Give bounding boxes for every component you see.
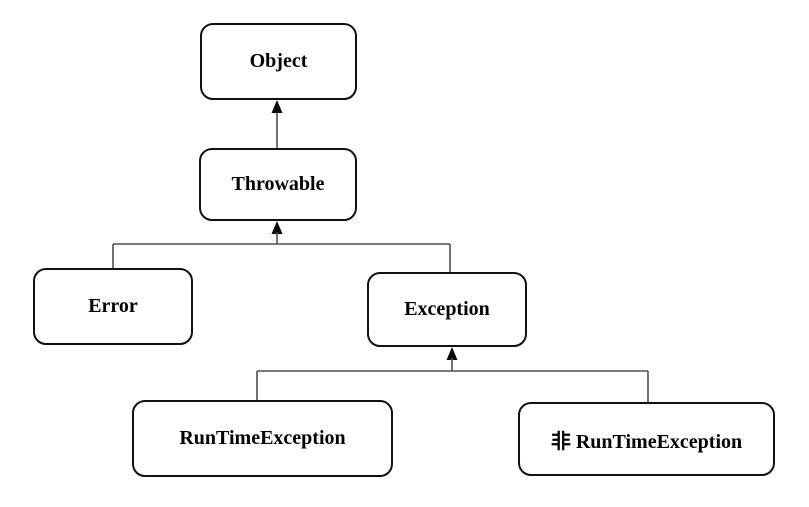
arrowhead-throwable [271,221,283,234]
edge-runtime-nonruntime-to-exception [256,347,649,402]
node-error: Error [33,268,193,345]
node-throwable-label: Throwable [231,173,325,195]
edge-error-exception-to-throwable [112,221,451,272]
edge-throwable-to-object [271,100,283,148]
node-object-label: Object [249,50,308,72]
node-exception: Exception [367,272,527,347]
node-runtime-exception: RunTimeException [132,400,393,477]
arrowhead-object [271,100,283,113]
node-throwable: Throwable [199,148,357,221]
node-non-runtime-exception-label: 非 RunTimeException [550,430,743,453]
arrowhead-exception [446,347,458,360]
node-exception-label: Exception [404,298,490,320]
node-object: Object [200,23,357,100]
node-runtime-exception-label: RunTimeException [179,427,346,449]
node-non-runtime-exception: 非 RunTimeException [518,402,775,476]
node-error-label: Error [88,295,138,317]
